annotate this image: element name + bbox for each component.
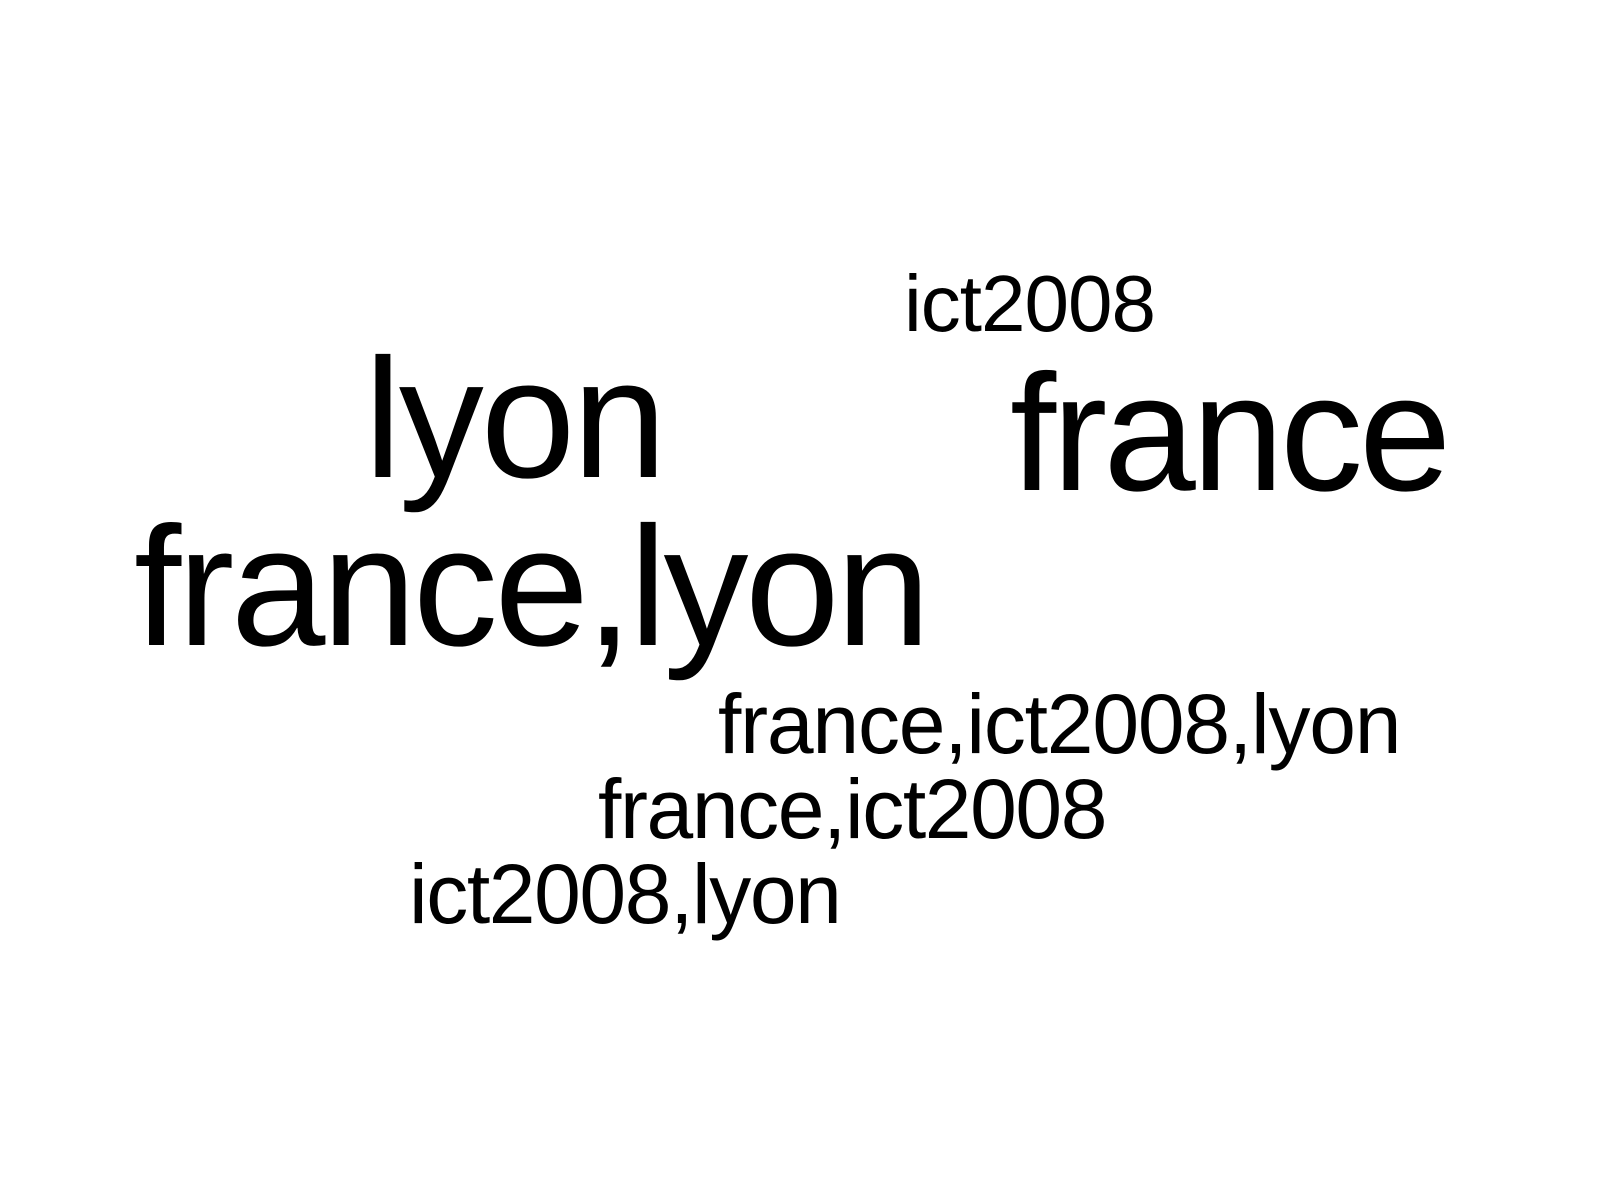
word-ict2008-lyon: ict2008,lyon (409, 847, 842, 941)
word-france-ict2008-lyon: france,ict2008,lyon (718, 677, 1402, 771)
word-france-lyon: france,lyon (134, 492, 931, 682)
word-france: france (1010, 341, 1451, 526)
word-ict2008: ict2008 (904, 259, 1156, 348)
word-france-ict2008: france,ict2008 (598, 762, 1107, 856)
word-lyon: lyon (364, 324, 667, 514)
